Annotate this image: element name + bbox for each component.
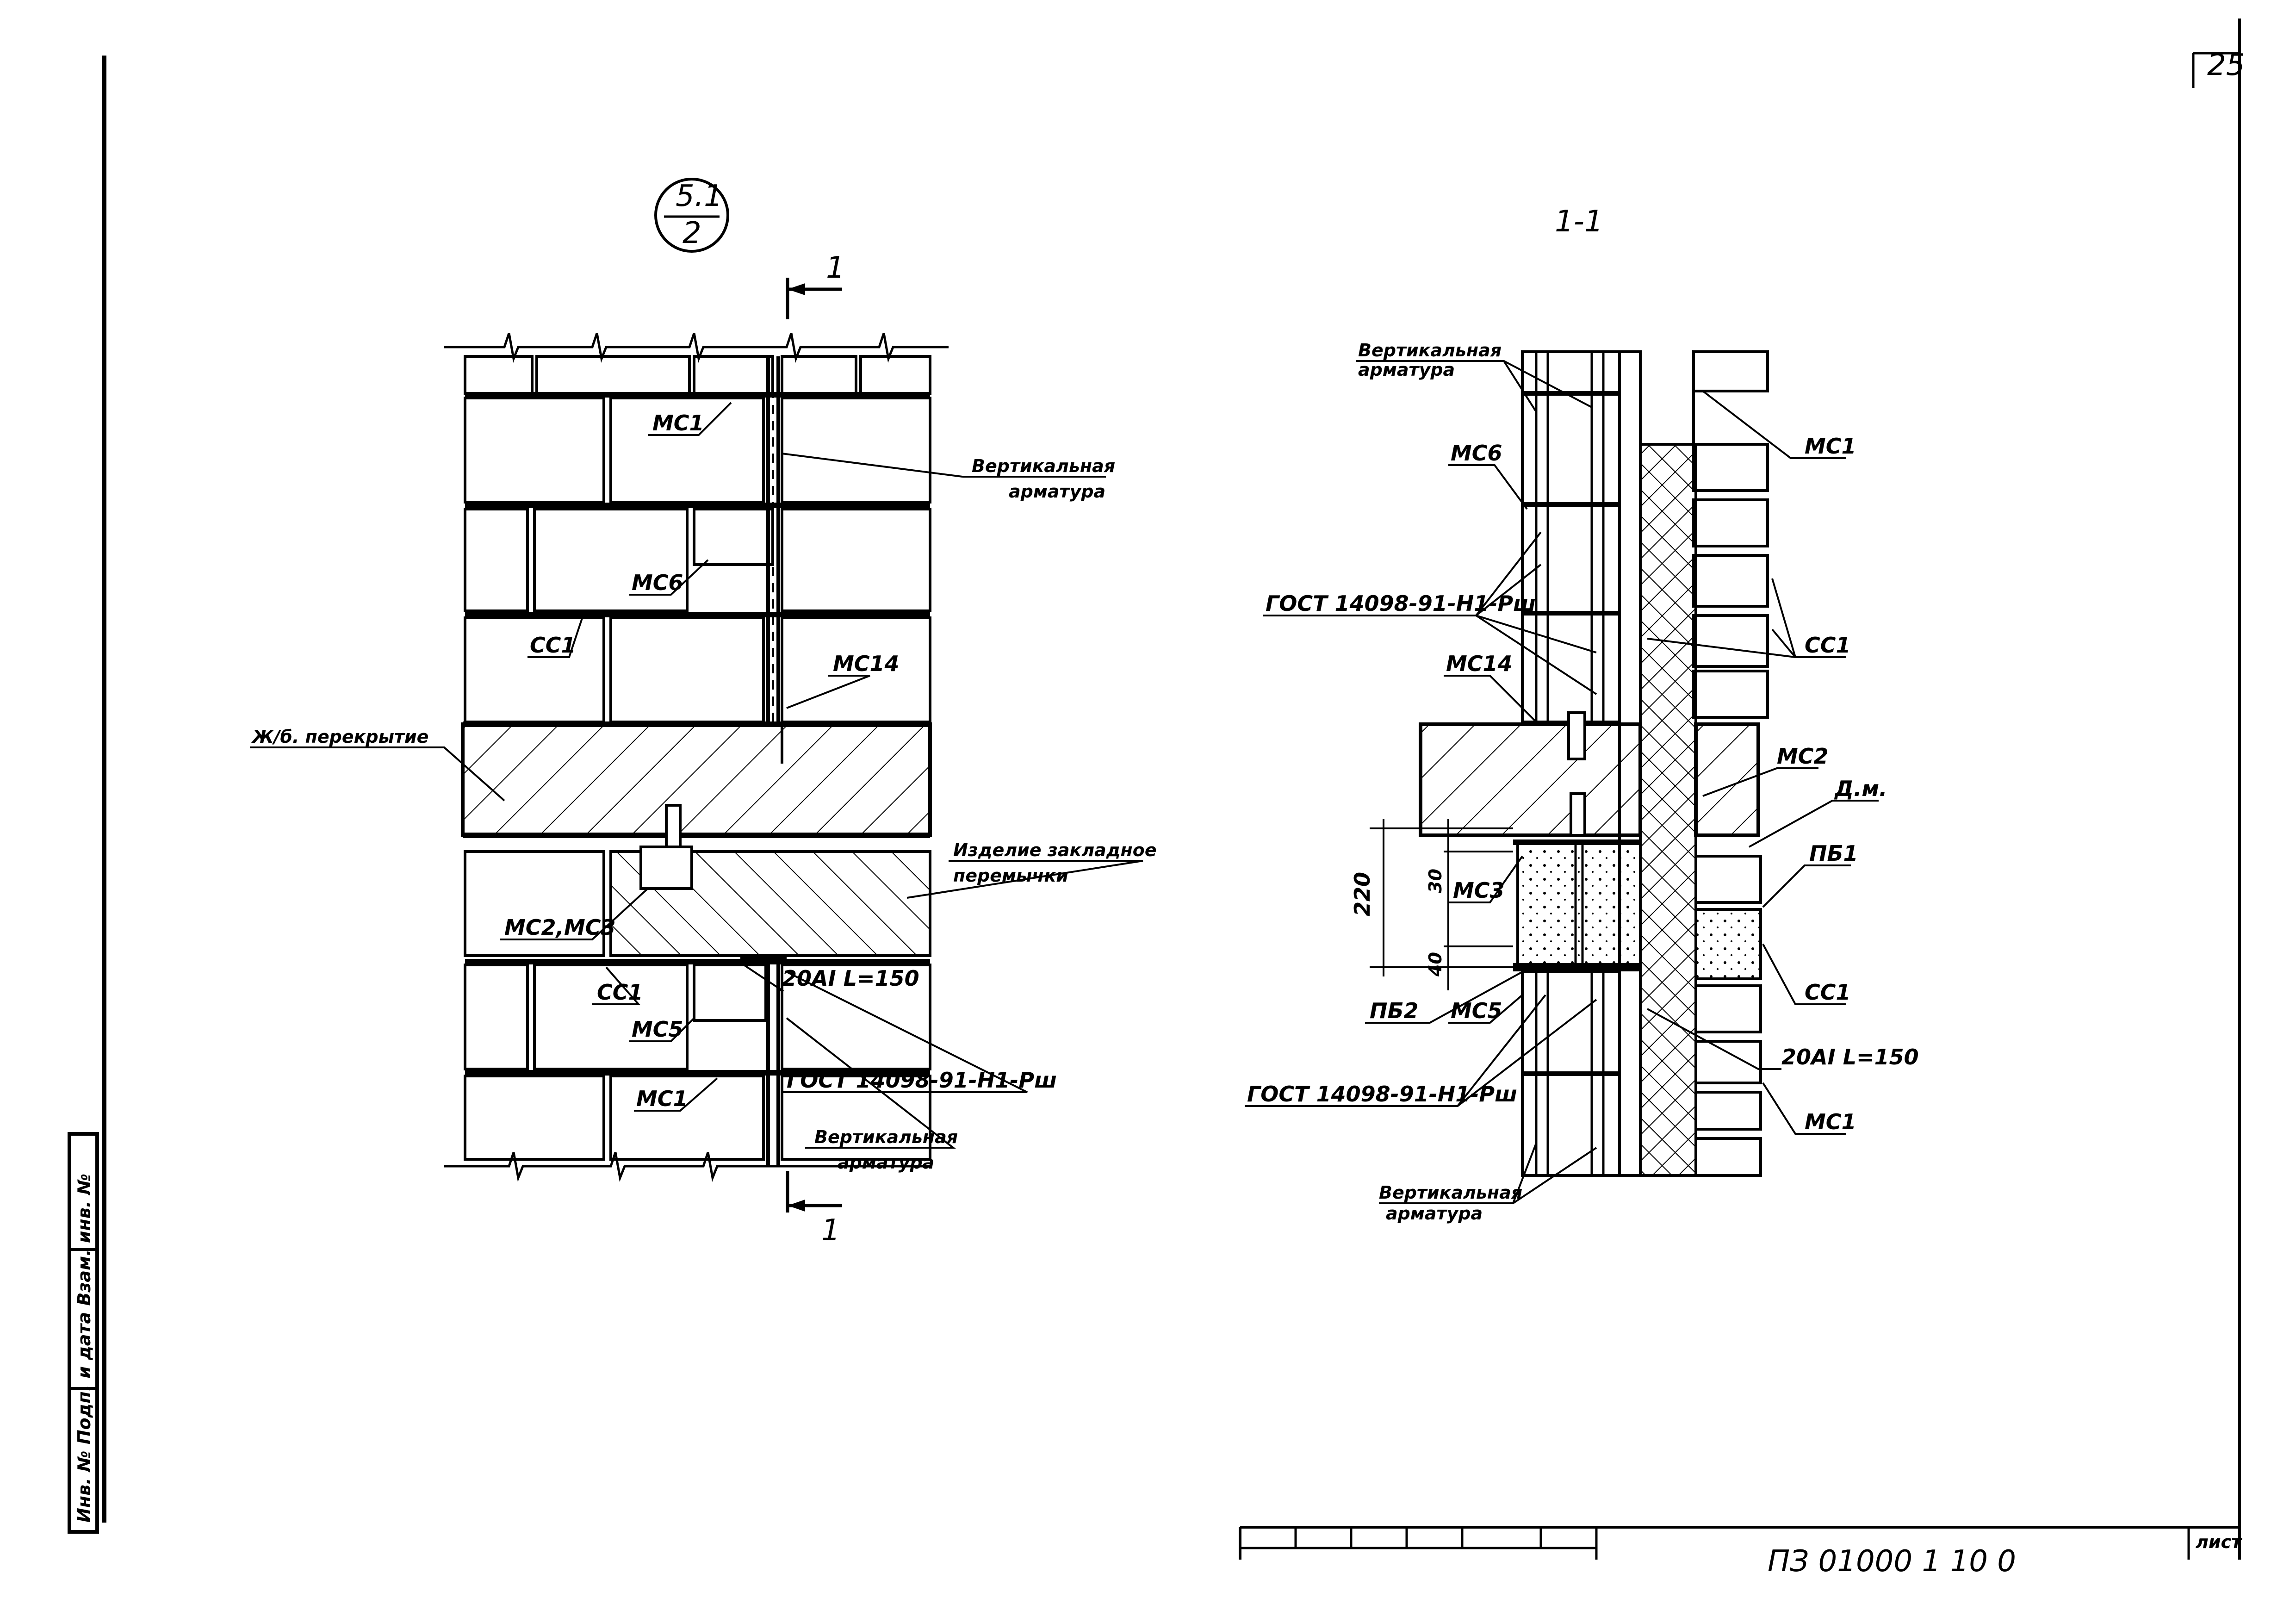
sheet-frame: 25 (102, 19, 2245, 1560)
break-lines (444, 333, 949, 1182)
dim-total: 220 (1350, 872, 1375, 916)
label-mc5: МС5 (632, 1017, 683, 1042)
section-dimensions: 220 30 40 (1350, 819, 1513, 990)
label-vert-rebar-bot-2: арматура (838, 1152, 934, 1173)
sec-label-vert-rebar-bot-2: арматура (1386, 1203, 1483, 1224)
side-stamp-text: Инв. № Подп. и дата Взам. инв. № (74, 1174, 94, 1523)
elevation-labels: МС1 Вертикальная арматура МС6 СС1 МС14 Ж… (251, 410, 1157, 1173)
sec-label-vert-rebar-bot-1: Вертикальная (1379, 1182, 1522, 1203)
label-mc14: МС14 (833, 651, 900, 676)
sec-label-mc1-top: МС1 (1805, 434, 1856, 459)
section-mark-bottom: 1 (786, 1171, 842, 1248)
section-mark-bottom-label: 1 (821, 1213, 840, 1248)
sec-label-dm: Д.м. (1834, 776, 1887, 801)
dim-top: 30 (1425, 869, 1446, 893)
label-mc2mc3: МС2,МС3 (504, 915, 616, 940)
detail-callout: 5.1 2 (654, 178, 729, 253)
sec-label-gost-bottom: ГОСТ 14098-91-Н1-Рш (1247, 1082, 1517, 1107)
section-lintel (1513, 839, 1642, 971)
section-mark-top-label: 1 (826, 251, 845, 285)
page-number: 25 (2207, 48, 2245, 82)
callout-top: 5.1 (676, 179, 723, 213)
label-slab: Ж/б. перекрытие (251, 727, 428, 747)
label-cc1-bottom: СС1 (597, 980, 643, 1005)
sec-label-vert-rebar-top-1: Вертикальная (1358, 340, 1502, 361)
sec-label-cc1-bottom: СС1 (1805, 980, 1851, 1005)
section-lower-wall (1521, 970, 1621, 1177)
label-mc1-top: МС1 (652, 410, 704, 435)
side-stamp: Инв. № Подп. и дата Взам. инв. № (68, 1132, 99, 1534)
label-embedded-1: Изделие закладное (953, 840, 1157, 860)
label-mc1-bottom: МС1 (636, 1086, 688, 1111)
sec-label-mc3: МС3 (1453, 878, 1505, 903)
label-gost: ГОСТ 14098-91-Н1-Рш (787, 1068, 1057, 1093)
section-mark-top: 1 (786, 251, 845, 319)
sec-label-mc1-bottom: МС1 (1805, 1109, 1856, 1134)
dim-bottom: 40 (1425, 952, 1446, 977)
sec-label-mc14: МС14 (1446, 651, 1513, 676)
sec-label-gost-top: ГОСТ 14098-91-Н1-Рш (1266, 591, 1536, 616)
callout-bottom: 2 (683, 216, 701, 250)
title-block: лист ПЗ 01000 1 10 0 (1239, 1526, 2242, 1579)
section-view: 1-1 (1245, 205, 1919, 1224)
masonry-lower (464, 804, 931, 1166)
vertical-rebar-upper (766, 356, 783, 764)
masonry-upper (464, 355, 931, 723)
section-title: 1-1 (1555, 205, 1603, 239)
label-cc1-top: СС1 (530, 633, 576, 658)
sec-label-mc2: МС2 (1777, 744, 1829, 769)
section-labels: Вертикальная арматура МС1 МС6 ГОСТ 14098… (1247, 340, 1919, 1224)
label-rebar-20ai: 20АI L=150 (782, 966, 919, 991)
floor-slab (461, 721, 932, 838)
sec-label-vert-rebar-top-2: арматура (1358, 360, 1455, 380)
label-vert-rebar-bot-1: Вертикальная (814, 1127, 958, 1147)
sec-label-mc5: МС5 (1451, 998, 1502, 1023)
elevation-leaders (250, 402, 1143, 1149)
section-inner-wall (1521, 350, 1621, 723)
label-vert-rebar-top-2: арматура (1009, 481, 1105, 502)
label-vert-rebar-top-1: Вертикальная (972, 456, 1115, 476)
sec-label-mc6: МС6 (1451, 441, 1502, 466)
sec-label-pb1: ПБ1 (1809, 841, 1858, 866)
doc-code: ПЗ 01000 1 10 0 (1768, 1544, 2016, 1579)
sheet-label: лист (2196, 1532, 2242, 1552)
sec-label-cc1-top: СС1 (1805, 633, 1851, 658)
section-leaders (1245, 360, 1879, 1204)
sec-label-rebar-20ai: 20АI L=150 (1781, 1045, 1919, 1070)
sec-label-pb2: ПБ2 (1370, 998, 1419, 1023)
elevation-view: 5.1 2 1 1 (250, 178, 1157, 1248)
section-slab (1419, 711, 1760, 837)
label-embedded-2: перемычки (953, 865, 1068, 886)
label-mc6: МС6 (632, 570, 683, 595)
